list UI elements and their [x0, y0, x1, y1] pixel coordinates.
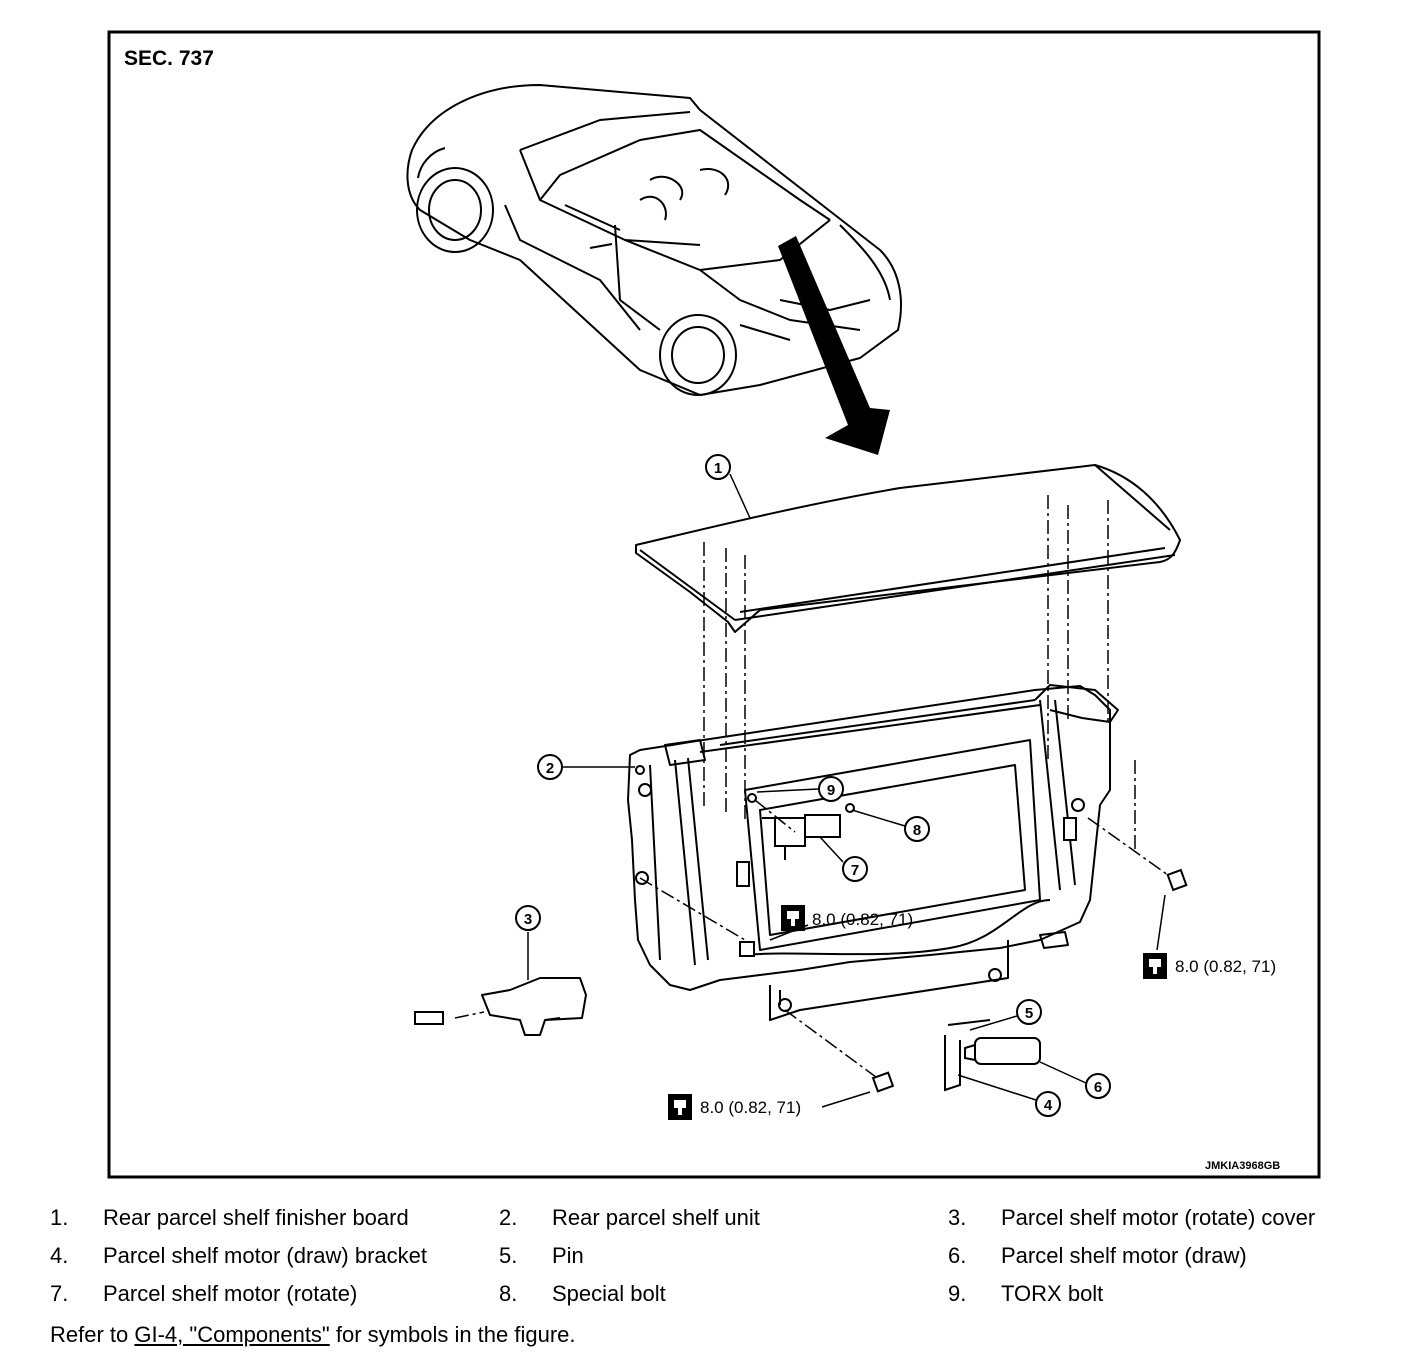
figure-code: JMKIA3968GB	[1205, 1160, 1280, 1172]
leader-lines	[527, 473, 1166, 1108]
callout-8: 8	[904, 816, 930, 842]
svg-text:9: 9	[827, 782, 835, 799]
svg-text:7: 7	[851, 862, 859, 879]
svg-text:4: 4	[1044, 1097, 1053, 1114]
legend-number: 4.	[50, 1243, 69, 1268]
legend-number: 1.	[50, 1205, 69, 1230]
legend-label: Parcel shelf motor (draw)	[1001, 1243, 1247, 1268]
legend-label: TORX bolt	[1001, 1281, 1104, 1306]
finisher-board	[635, 464, 1181, 633]
legend-number: 5.	[499, 1243, 518, 1268]
svg-text:8.0 (0.82, 71): 8.0 (0.82, 71)	[812, 910, 913, 929]
svg-text:1: 1	[714, 460, 722, 477]
callout-3: 3	[515, 905, 541, 931]
footnote: Refer to GI-4, "Components" for symbols …	[50, 1322, 576, 1348]
callout-6: 6	[1085, 1073, 1111, 1099]
torque-label-2: 8.0 (0.82, 71)	[1143, 953, 1276, 979]
legend-number: 8.	[499, 1281, 518, 1306]
svg-text:8.0 (0.82, 71): 8.0 (0.82, 71)	[700, 1098, 801, 1117]
shelf-unit	[627, 684, 1119, 1021]
legend-label: Parcel shelf motor (rotate) cover	[1001, 1205, 1316, 1230]
callouts: 1 2 3 4 5 6 7 8 9	[515, 454, 1111, 1117]
component-diagram: SEC. 737 JMKIA3968GB	[107, 30, 1321, 1179]
torque-label-3: 8.0 (0.82, 71)	[668, 1094, 801, 1120]
motor-rotate	[762, 814, 841, 860]
components-reference-link[interactable]: GI-4, "Components"	[134, 1322, 330, 1347]
torque-labels: 8.0 (0.82, 71) 8.0 (0.82, 71) 8.0 (0.82,…	[668, 905, 1276, 1120]
legend-number: 7.	[50, 1281, 69, 1306]
legend-label: Rear parcel shelf finisher board	[103, 1205, 409, 1230]
section-label: SEC. 737	[124, 47, 214, 70]
diagram-frame	[107, 30, 1321, 1179]
callout-9: 9	[818, 776, 844, 802]
callout-2: 2	[537, 754, 563, 780]
legend-number: 3.	[948, 1205, 967, 1230]
car-illustration	[406, 84, 902, 396]
callout-7: 7	[842, 856, 868, 882]
svg-text:6: 6	[1094, 1079, 1102, 1096]
legend-number: 2.	[499, 1205, 518, 1230]
direction-arrow	[778, 236, 890, 455]
svg-text:8: 8	[913, 822, 921, 839]
legend-label: Pin	[552, 1243, 584, 1268]
legend-label: Rear parcel shelf unit	[552, 1205, 760, 1230]
bolts	[414, 793, 1188, 1093]
footnote-prefix: Refer to	[50, 1322, 135, 1347]
callout-4: 4	[1035, 1091, 1061, 1117]
guide-lines	[454, 495, 1176, 1081]
callout-1: 1	[705, 454, 731, 480]
svg-text:8.0 (0.82, 71): 8.0 (0.82, 71)	[1175, 957, 1276, 976]
footnote-suffix: for symbols in the figure.	[329, 1322, 576, 1347]
motor-cover	[481, 977, 587, 1036]
legend-number: 6.	[948, 1243, 967, 1268]
svg-text:3: 3	[524, 911, 532, 928]
legend-label: Parcel shelf motor (rotate)	[103, 1281, 358, 1306]
legend-label: Parcel shelf motor (draw) bracket	[103, 1243, 427, 1268]
legend-number: 9.	[948, 1281, 967, 1306]
legend-label: Special bolt	[552, 1281, 666, 1306]
svg-text:5: 5	[1025, 1005, 1033, 1022]
motor-draw	[944, 1019, 1041, 1092]
callout-5: 5	[1016, 999, 1042, 1025]
svg-text:2: 2	[546, 760, 554, 777]
torque-label-1: 8.0 (0.82, 71)	[781, 905, 913, 931]
